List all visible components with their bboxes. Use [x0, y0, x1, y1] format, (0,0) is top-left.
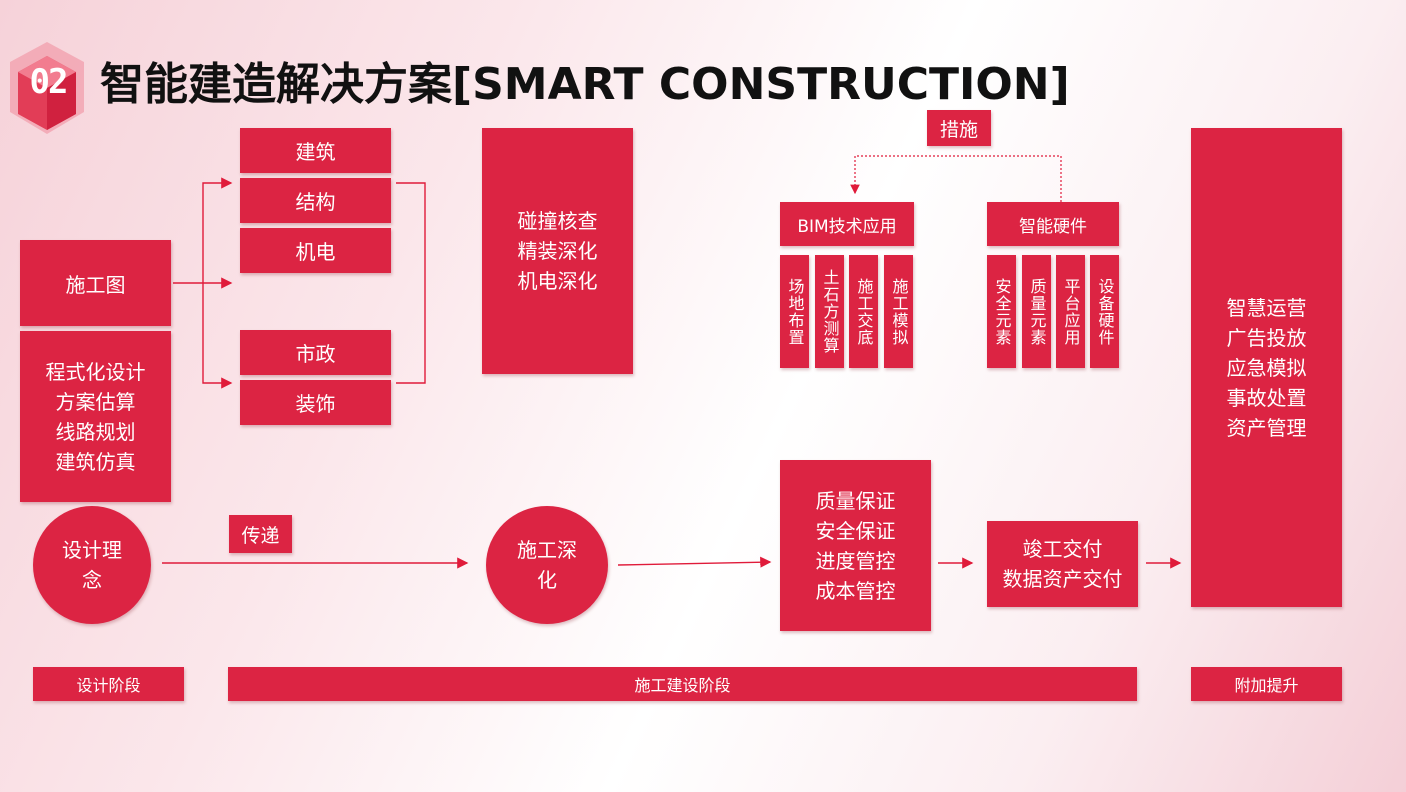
bim-application-box: BIM技术应用 [780, 202, 914, 246]
stage-addon: 附加提升 [1191, 667, 1342, 701]
construction-drawing-box: 施工图 [20, 240, 171, 326]
design-features-box: 程式化设计 方案估算 线路规划 建筑仿真 [20, 331, 171, 502]
quality-control-box: 质量保证 安全保证 进度管控 成本管控 [780, 460, 931, 631]
cube-badge-icon [10, 42, 84, 134]
measures-dotted-connector [850, 155, 1062, 202]
architecture-box: 建筑 [240, 128, 391, 173]
measures-box: 措施 [927, 110, 991, 146]
completion-box: 竣工交付 数据资产交付 [987, 521, 1138, 607]
hw-item-platform: 平台应用 [1056, 255, 1085, 368]
clash-check-box: 碰撞核查 精装深化 机电深化 [482, 128, 633, 374]
smart-hardware-box: 智能硬件 [987, 202, 1119, 246]
decoration-box: 装饰 [240, 380, 391, 425]
branch-bracket [396, 182, 426, 384]
hw-item-quality: 质量元素 [1022, 255, 1051, 368]
stage-design: 设计阶段 [33, 667, 184, 701]
structure-box: 结构 [240, 178, 391, 223]
hw-item-safety: 安全元素 [987, 255, 1016, 368]
arrow-to-upper-branch [202, 177, 233, 283]
hw-item-equipment: 设备硬件 [1090, 255, 1119, 368]
construction-deepening-circle: 施工深 化 [486, 506, 608, 624]
stage-construction: 施工建设阶段 [228, 667, 1137, 701]
bim-item-earthwork: 土石方测算 [815, 255, 844, 368]
section-number: 02 [29, 62, 69, 102]
bim-item-site-layout: 场地布置 [780, 255, 809, 368]
design-concept-circle: 设计理 念 [33, 506, 151, 624]
arrow-to-lower-branch [202, 283, 233, 389]
smart-operations-box: 智慧运营 广告投放 应急模拟 事故处置 资产管理 [1191, 128, 1342, 607]
bim-item-simulation: 施工模拟 [884, 255, 913, 368]
municipal-box: 市政 [240, 330, 391, 375]
arrow-deepening-to-quality [617, 556, 772, 568]
bim-item-briefing: 施工交底 [849, 255, 878, 368]
transfer-label: 传递 [229, 515, 292, 553]
section-badge [8, 40, 86, 138]
page-title: 智能建造解决方案[SMART CONSTRUCTION] [100, 59, 1070, 110]
mep-box: 机电 [240, 228, 391, 273]
